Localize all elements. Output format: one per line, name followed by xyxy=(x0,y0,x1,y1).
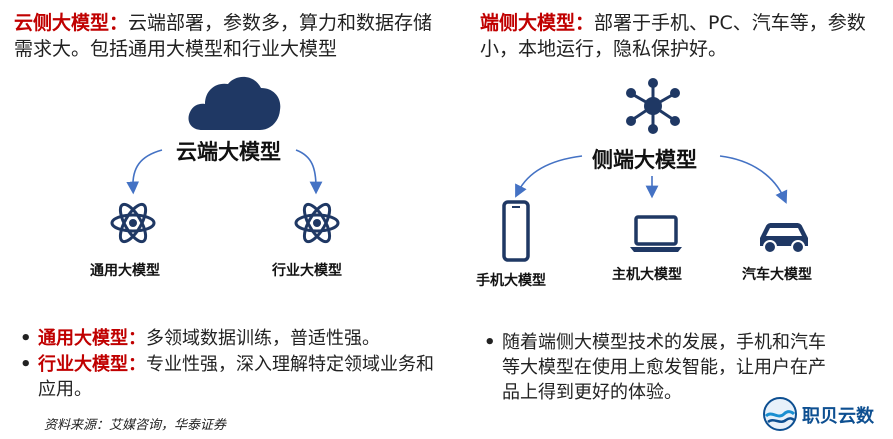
right-bullet: • 随着端侧大模型技术的发展，手机和汽车等大模型在使用上愈发智能，让用户在产品上… xyxy=(484,330,854,405)
atom-icon-general xyxy=(110,202,156,244)
cloud-icon xyxy=(188,76,281,130)
right-intro-text: 部署于手机、PC、汽车等，参数小，本地运行，隐私保护好。 xyxy=(480,12,866,60)
logo-emblem-icon xyxy=(763,397,797,431)
bullet-dot: • xyxy=(484,332,496,353)
left-bullet-2-title: 行业大模型： xyxy=(38,354,146,375)
car-model-label: 汽车大模型 xyxy=(742,267,812,283)
car-icon xyxy=(760,223,808,254)
phone-model-label: 手机大模型 xyxy=(476,273,546,289)
left-bullet-1-text: 多领域数据训练，普适性强。 xyxy=(146,328,380,349)
right-bullet-text: 随着端侧大模型技术的发展，手机和汽车等大模型在使用上愈发智能，让用户在产品上得到… xyxy=(502,332,826,403)
left-intro-title: 云侧大模型： xyxy=(14,12,129,34)
atom-icon-industry xyxy=(294,202,340,244)
logo-text: 职贝云数 xyxy=(802,406,874,427)
cloud-model-label: 云端大模型 xyxy=(176,140,281,164)
arrow-to-industry xyxy=(295,149,323,195)
left-bullet-2: • 行业大模型：专业性强，深入理解特定领域业务和应用。 xyxy=(20,352,460,402)
laptop-icon xyxy=(630,215,682,252)
phone-icon xyxy=(502,200,530,262)
industry-model-label: 行业大模型 xyxy=(272,263,342,279)
arrow-to-car xyxy=(719,155,788,204)
left-bullet-1-title: 通用大模型： xyxy=(38,328,146,349)
source-note: 资料来源：艾媒咨询，华泰证券 xyxy=(44,418,227,433)
right-intro-title: 端侧大模型： xyxy=(480,12,595,34)
left-bullet-2-text: 专业性强，深入理解特定领域业务和应用。 xyxy=(38,354,434,400)
arrow-to-phone xyxy=(515,155,583,198)
general-model-label: 通用大模型 xyxy=(90,263,160,279)
network-hub-icon xyxy=(626,78,680,134)
edge-model-label: 侧端大模型 xyxy=(592,148,697,172)
left-bullet-1: • 通用大模型：多领域数据训练，普适性强。 xyxy=(20,326,460,351)
pc-model-label: 主机大模型 xyxy=(612,267,682,283)
bullet-dot: • xyxy=(20,328,32,349)
left-intro-text: 云端部署，参数多，算力和数据存储需求大。包括通用大模型和行业大模型 xyxy=(14,12,433,60)
arrow-to-general xyxy=(126,149,163,195)
left-intro: 云侧大模型：云端部署，参数多，算力和数据存储需求大。包括通用大模型和行业大模型 xyxy=(14,10,444,62)
bullet-dot: • xyxy=(20,354,32,375)
right-intro: 端侧大模型：部署于手机、PC、汽车等，参数小，本地运行，隐私保护好。 xyxy=(480,10,880,62)
